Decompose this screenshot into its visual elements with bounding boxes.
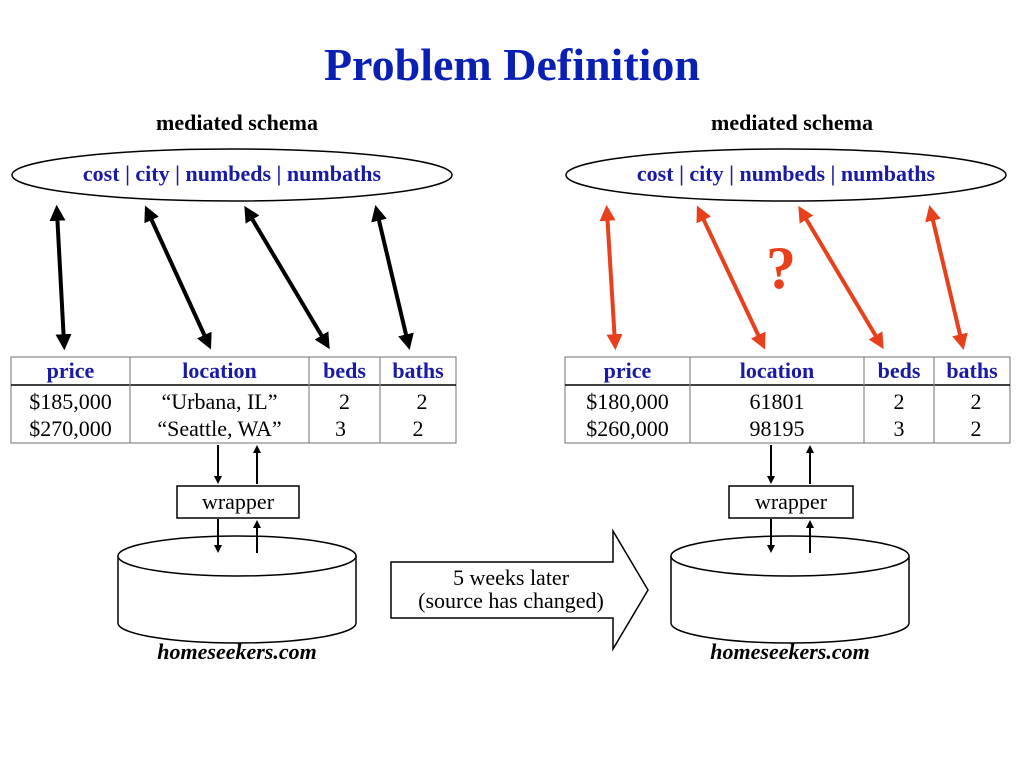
table-header-price: price <box>603 358 652 383</box>
transition-line-1: 5 weeks later <box>452 565 570 590</box>
table-cell-location: “Urbana, IL” <box>161 389 278 414</box>
left-schema-ellipse <box>11 148 453 202</box>
table-cell-baths: 2 <box>970 416 982 441</box>
right-wrapper-connectors <box>767 445 814 553</box>
right-database-cylinder <box>670 535 910 644</box>
right-schema-fields: cost | city | numbeds | numbaths <box>636 161 936 186</box>
table-cell-location: 98195 <box>749 416 805 441</box>
mapping-arrow-numbaths-baths <box>371 204 414 351</box>
left-database-cylinder <box>117 535 357 644</box>
table-header-location: location <box>182 358 257 383</box>
right-wrapper-label: wrapper <box>754 489 828 514</box>
right-source-site: homeseekers.com <box>710 639 870 664</box>
left-wrapper-label: wrapper <box>201 489 275 514</box>
left-table-grid <box>10 356 457 444</box>
table-header-beds: beds <box>323 358 366 383</box>
table-cell-beds: 2 <box>339 389 350 414</box>
table-cell-location: 61801 <box>749 389 805 414</box>
left-schema-label: mediated schema <box>156 110 318 135</box>
transition-line-2: (source has changed) <box>418 588 604 613</box>
mapping-arrow-numbaths-baths-red <box>925 204 968 351</box>
table-header-beds: beds <box>877 358 921 383</box>
left-wrapper-box <box>176 485 300 519</box>
mapping-arrow-cost-price-red <box>599 204 623 351</box>
right-schema-ellipse <box>565 148 1007 202</box>
right-table-grid <box>564 356 1011 444</box>
transition-block-arrow <box>390 528 649 652</box>
mapping-arrow-city-location <box>144 205 212 350</box>
left-wrapper-connectors <box>214 445 261 553</box>
table-header-location: location <box>739 358 815 383</box>
question-mark: ? <box>766 235 796 301</box>
mapping-arrow-city-location-red <box>696 205 766 350</box>
table-cell-beds: 3 <box>893 416 905 441</box>
right-schema-label: mediated schema <box>711 110 873 135</box>
mapping-arrow-cost-price <box>49 204 72 351</box>
right-mapping-arrows <box>599 204 968 351</box>
mapping-arrow-numbeds-beds-red <box>798 205 884 350</box>
table-header-baths: baths <box>946 358 998 383</box>
mapping-arrow-numbeds-beds <box>244 205 330 350</box>
left-schema-fields: cost | city | numbeds | numbaths <box>82 161 382 186</box>
table-cell-location: “Seattle, WA” <box>157 416 282 441</box>
table-cell-price: $180,000 <box>586 389 669 414</box>
table-cell-beds: 2 <box>893 389 905 414</box>
table-header-price: price <box>46 358 95 383</box>
table-cell-price: $260,000 <box>586 416 669 441</box>
table-header-baths: baths <box>392 358 444 383</box>
left-source-site: homeseekers.com <box>157 639 317 664</box>
table-cell-baths: 2 <box>416 389 428 414</box>
slide-title: Problem Definition <box>323 39 701 90</box>
left-mapping-arrows <box>49 204 414 351</box>
right-wrapper-box <box>728 485 854 519</box>
table-cell-beds: 3 <box>335 416 346 441</box>
table-cell-baths: 2 <box>412 416 424 441</box>
table-cell-baths: 2 <box>970 389 982 414</box>
table-cell-price: $185,000 <box>29 389 112 414</box>
table-cell-price: $270,000 <box>29 416 112 441</box>
